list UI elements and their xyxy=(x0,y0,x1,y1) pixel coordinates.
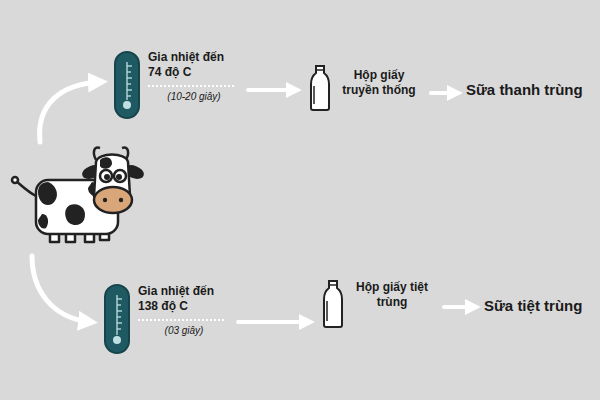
cow-illustration-part xyxy=(38,214,48,229)
cow-illustration-part xyxy=(103,198,107,202)
node-label: Hộp giấy truyền thống xyxy=(335,68,423,98)
cow-illustration-part xyxy=(100,157,112,168)
thermometer-icon-part xyxy=(113,336,121,344)
cow-illustration-part xyxy=(38,182,57,205)
thermometer-icon-part-part xyxy=(127,77,132,78)
node-label: Hộp giấy tiệt trùng xyxy=(348,280,436,310)
thermometer-icon-part-part xyxy=(127,95,131,96)
thermometer-icon-part-part xyxy=(127,83,131,84)
thermometer-icon xyxy=(113,50,141,120)
bottle-icon xyxy=(309,64,331,112)
curved-arrow-part xyxy=(32,256,90,322)
thermometer-icon-part xyxy=(117,295,122,335)
node-label: Gia nhiệt đến 74 độ C xyxy=(148,50,240,80)
result-label: Sữa thanh trùng xyxy=(466,81,583,99)
cow-illustration xyxy=(12,148,144,242)
thermometer-icon-part-part xyxy=(117,322,122,323)
cow-illustration-part xyxy=(104,174,110,180)
cow-illustration-part xyxy=(100,170,112,182)
thermometer-icon-part-part xyxy=(117,316,121,317)
bottle-icon-part xyxy=(324,281,342,327)
result-node: Sữa tiệt trùng xyxy=(484,297,582,315)
thermometer-icon-part-part xyxy=(127,71,131,72)
thermometer-icon-part-part xyxy=(117,310,122,311)
bottle-icon-part xyxy=(316,69,324,71)
flow-arrow xyxy=(431,91,458,95)
thermometer-icon-part xyxy=(115,52,139,118)
bottle-icon xyxy=(321,279,345,329)
flow-arrow xyxy=(238,320,310,324)
bottle-icon-part xyxy=(311,66,329,110)
thermometer-icon-part-part xyxy=(117,304,121,305)
cow-illustration-part xyxy=(94,187,132,213)
result-node: Sữa thanh trùng xyxy=(466,81,583,99)
curved-arrow-part xyxy=(40,82,100,142)
cow-illustration-part xyxy=(116,174,122,180)
cow-illustration-part xyxy=(114,170,126,182)
flow-arrow xyxy=(444,305,476,309)
process-node: Gia nhiệt đến 138 độ C (03 giây) xyxy=(100,284,230,337)
bottle-icon-part xyxy=(313,86,315,104)
process-node: Gia nhiệt đến 74 độ C (10-20 giây) xyxy=(110,50,240,103)
thermometer-icon-part-part xyxy=(117,328,121,329)
thermometer-icon-part-part xyxy=(126,62,127,100)
cow-illustration-part xyxy=(16,181,36,196)
flow-arrow xyxy=(248,88,297,92)
process-node: Hộp giấy tiệt trùng xyxy=(318,280,436,310)
thermometer-icon-part xyxy=(105,285,129,353)
dotted-line xyxy=(148,85,234,87)
result-label: Sữa tiệt trùng xyxy=(484,297,582,315)
dotted-line xyxy=(138,319,224,321)
thermometer-icon-part-part xyxy=(127,89,132,90)
node-label: Gia nhiệt đến 138 độ C xyxy=(138,284,230,314)
thermometer-icon-part xyxy=(127,62,132,100)
thermometer-icon-part xyxy=(123,101,131,109)
duration-label: (10-20 giây) xyxy=(148,91,240,103)
thermometer-icon-part-part xyxy=(127,65,132,66)
duration-label: (03 giây) xyxy=(138,325,230,337)
process-node: Hộp giấy truyền thống xyxy=(305,68,423,98)
thermometer-icon xyxy=(103,283,131,355)
bottle-icon-part xyxy=(329,284,337,286)
cow-illustration-part xyxy=(119,198,123,202)
thermometer-icon-part-part xyxy=(117,298,122,299)
bottle-icon-part xyxy=(326,301,328,321)
cow-illustration-part xyxy=(12,177,18,183)
cow-illustration-part xyxy=(65,204,85,225)
